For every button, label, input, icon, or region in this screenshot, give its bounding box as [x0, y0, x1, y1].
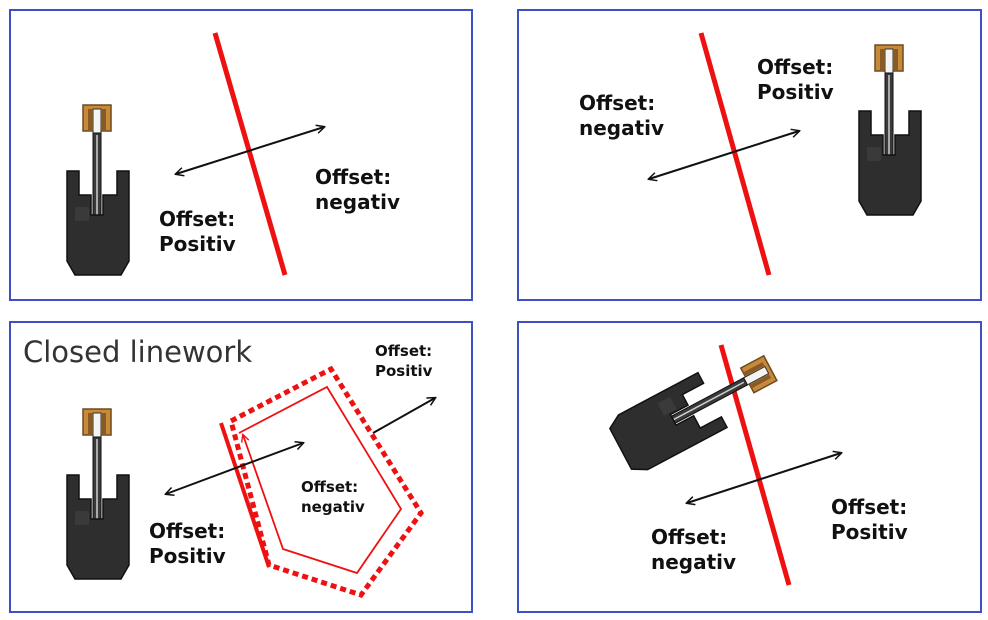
offset-arrow	[166, 443, 303, 494]
closed-linework-solid-edge	[219, 422, 271, 568]
panel-top-right: Offset:negativ Offset:Positiv	[517, 9, 982, 301]
panel-bottom-left: Closed linework Offset:Positiv Offset:ne…	[9, 321, 473, 613]
excavator-icon	[858, 44, 922, 216]
label-offset-positiv-outer: Offset:Positiv	[375, 342, 433, 380]
offset-direction-inner	[238, 385, 403, 575]
excavator-icon	[605, 340, 787, 477]
panel-bottom-left-drawing	[66, 365, 475, 598]
offset-arrow	[649, 131, 799, 179]
label-offset-negativ: Offset:negativ	[579, 91, 665, 140]
excavator-icon	[66, 408, 130, 580]
offset-arrow-outward	[372, 398, 435, 434]
panel-top-right-drawing	[519, 32, 922, 276]
label-offset-negativ: Offset:negativ	[315, 165, 401, 214]
label-offset-positiv: Offset:Positiv	[149, 519, 226, 568]
label-offset-positiv: Offset:Positiv	[757, 55, 834, 104]
excavator-icon	[66, 104, 130, 276]
offset-arrow	[687, 453, 841, 503]
closed-linework-outline	[228, 365, 425, 598]
panel-top-left: Offset:Positiv Offset:negativ	[9, 9, 473, 301]
label-offset-negativ: Offset:negativ	[301, 478, 365, 516]
offset-arrow	[176, 127, 324, 174]
panel-bottom-right-drawing	[605, 340, 984, 586]
label-offset-negativ: Offset:negativ	[651, 525, 737, 574]
label-offset-positiv: Offset:Positiv	[159, 207, 236, 256]
panel-bottom-right: Offset:negativ Offset:Positiv	[517, 321, 982, 613]
label-offset-positiv: Offset:Positiv	[831, 495, 908, 544]
panel-top-left-drawing	[66, 32, 475, 276]
panel-title: Closed linework	[23, 335, 253, 369]
